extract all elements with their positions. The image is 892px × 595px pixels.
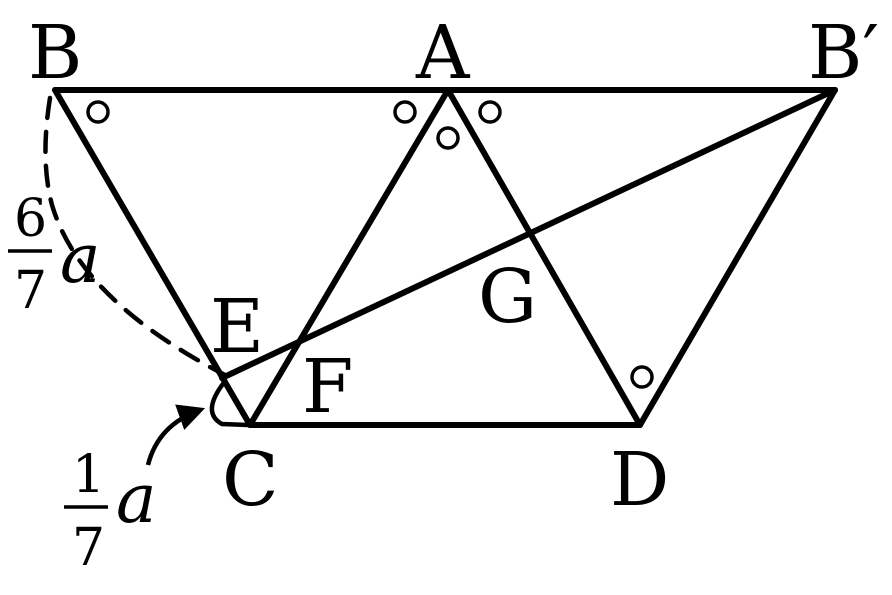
fraction-upper-denominator: 7 bbox=[14, 261, 47, 321]
point-label-e: E bbox=[210, 284, 264, 370]
fraction-upper-numerator: 6 bbox=[14, 189, 47, 249]
point-label-b: B bbox=[28, 10, 82, 96]
point-label-g: G bbox=[478, 254, 537, 340]
segment-b-prime-e bbox=[219, 87, 838, 381]
point-label-d: D bbox=[610, 437, 669, 523]
angle-mark-b bbox=[86, 100, 110, 124]
angle-mark-a-center bbox=[436, 126, 460, 150]
arc-lower bbox=[209, 378, 249, 428]
fraction-lower-numerator: 1 bbox=[72, 445, 105, 505]
fraction-six-sevenths-a: 6 7 a bbox=[8, 189, 101, 321]
dashed-arc-upper bbox=[43, 95, 228, 378]
angle-mark-a-left bbox=[393, 100, 417, 124]
segment-ac bbox=[247, 87, 451, 428]
point-label-b-prime: B′ bbox=[808, 10, 879, 96]
angle-mark-a-right bbox=[478, 100, 502, 124]
point-label-a: A bbox=[415, 10, 471, 96]
fraction-one-seventh-a: 1 7 a bbox=[64, 445, 157, 578]
point-label-f: F bbox=[302, 344, 353, 430]
fraction-lower-variable: a bbox=[116, 460, 157, 539]
point-label-c: C bbox=[222, 437, 279, 523]
angle-mark-d bbox=[630, 365, 654, 389]
segment-b-prime-d bbox=[637, 87, 838, 428]
fraction-upper-variable: a bbox=[60, 220, 101, 299]
segment-ad bbox=[445, 87, 643, 428]
curved-arrow bbox=[145, 404, 206, 466]
fraction-lower-denominator: 7 bbox=[72, 518, 105, 578]
